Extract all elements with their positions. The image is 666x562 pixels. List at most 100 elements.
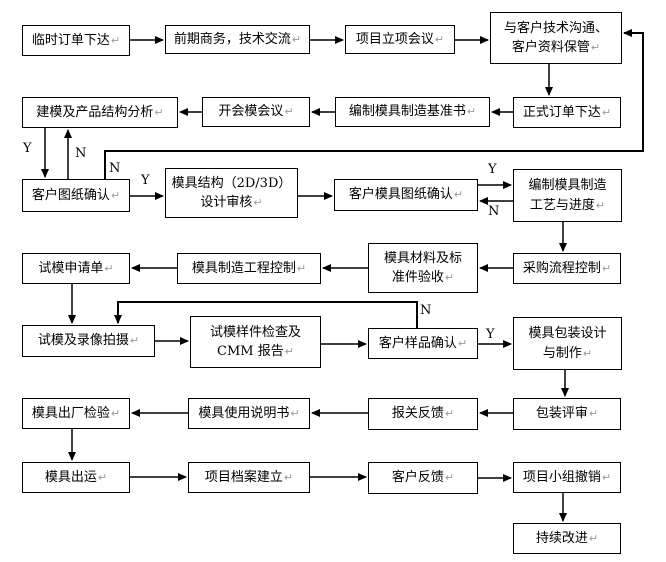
flow-node-continuous-improvement: 持续改进↵ (513, 523, 621, 554)
return-mark-icon: ↵ (154, 105, 164, 119)
flow-node-label: 工艺与进度↵ (529, 197, 606, 213)
flow-node-label: 模具使用说明书↵ (198, 405, 300, 421)
flow-node-label: 模具包装设计 (528, 326, 607, 341)
flow-node-label: 模具出运↵ (44, 469, 108, 485)
flow-node-trial-mold-video: 试模及录像拍摄↵ (22, 325, 155, 357)
branch-label-yes: Y (23, 141, 32, 156)
return-mark-icon: ↵ (253, 196, 263, 209)
flow-node-mold-meeting: 开会模会议↵ (202, 97, 310, 127)
flow-node-project-kickoff-meeting: 项目立项会议↵ (345, 25, 455, 54)
flow-node-sample-inspection-cmm: 试模样件检查及 CMM 报告↵ (190, 316, 321, 368)
return-mark-icon: ↵ (601, 470, 612, 484)
flow-node-label: 开会模会议↵ (218, 104, 294, 120)
return-mark-icon: ↵ (291, 32, 302, 46)
flow-node-label: 准件验收↵ (391, 270, 455, 285)
return-mark-icon: ↵ (283, 470, 294, 484)
flow-node-customer-sample-confirm: 客户样品确认↵ (368, 328, 478, 359)
branch-label-yes: Y (486, 327, 495, 342)
return-mark-icon: ↵ (466, 105, 477, 119)
flow-node-pre-business: 前期商务，技术交流↵ (165, 25, 310, 54)
flow-node-label: 模具材料及标 (383, 250, 462, 266)
flow-node-label: 试模样件检查及 (209, 324, 301, 340)
flow-node-label: 试模及录像拍摄↵ (37, 333, 140, 349)
branch-label-yes: Y (488, 162, 497, 177)
return-mark-icon: ↵ (453, 188, 464, 202)
flow-node-customer-drawing-confirm: 客户图纸确认↵ (22, 179, 130, 212)
return-mark-icon: ↵ (588, 531, 599, 545)
return-mark-icon: ↵ (104, 261, 114, 275)
flow-node-label: 模具结构（2D/3D） (171, 175, 292, 191)
flow-node-label: 客户图纸确认↵ (31, 187, 121, 203)
return-mark-icon: ↵ (97, 470, 108, 484)
flow-node-packaging-review: 包装评审↵ (513, 398, 621, 430)
flow-node-mold-user-manual: 模具使用说明书↵ (188, 398, 310, 429)
return-mark-icon: ↵ (457, 336, 468, 350)
flow-node-label: 采购流程控制↵ (522, 260, 612, 276)
flow-node-label: 客户反馈↵ (391, 470, 455, 486)
flow-node-customer-tech-communication: 与客户技术沟通、客户资料保管↵ (490, 12, 622, 64)
flow-node-label: 持续改进↵ (535, 530, 599, 546)
return-mark-icon: ↵ (601, 261, 612, 275)
flow-node-mold-mfg-process-control: 模具制造工程控制↵ (177, 253, 321, 284)
flow-node-formal-order: 正式订单下达↵ (513, 97, 621, 128)
return-mark-icon: ↵ (582, 346, 593, 360)
branch-label-yes: Y (141, 173, 150, 188)
flow-node-label: 与制作↵ (542, 345, 593, 361)
return-mark-icon: ↵ (590, 41, 601, 54)
flow-node-label: 项目立项会议↵ (355, 31, 445, 47)
branch-label-no: N (488, 204, 500, 219)
flow-node-temp-order: 临时订单下达↵ (22, 25, 130, 56)
flow-node-label: 编制模具制造 (528, 178, 607, 193)
branch-label-no: N (75, 146, 87, 161)
return-mark-icon: ↵ (595, 198, 606, 212)
return-mark-icon: ↵ (444, 407, 455, 421)
flow-node-project-archive: 项目档案建立↵ (188, 462, 310, 493)
flow-node-label: 项目档案建立↵ (204, 469, 294, 485)
flow-node-label: 临时订单下达↵ (31, 32, 121, 48)
flow-node-label: 试模申请单↵ (38, 260, 114, 276)
flow-node-label: 客户样品确认↵ (378, 335, 468, 351)
flow-node-modeling-structure-analysis: 建模及产品结构分析↵ (22, 97, 178, 128)
flow-node-label: 与客户技术沟通、 (503, 20, 608, 36)
flow-node-mold-structure-design-review: 模具结构（2D/3D） 设计审核↵ (165, 168, 298, 218)
flow-node-factory-outgoing-inspection: 模具出厂检验↵ (22, 398, 130, 429)
flow-node-label: 建模及产品结构分析↵ (36, 104, 164, 120)
flow-node-purchasing-control: 采购流程控制↵ (513, 253, 621, 284)
flow-node-mold-packaging-design: 模具包装设计与制作↵ (513, 317, 622, 370)
flow-node-label: 模具出厂检验↵ (31, 405, 121, 421)
return-mark-icon: ↵ (601, 105, 612, 119)
return-mark-icon: ↵ (296, 261, 307, 275)
flow-node-label: 客户资料保管↵ (511, 40, 601, 55)
flow-node-label: 正式订单下达↵ (522, 104, 612, 120)
flow-node-mold-mfg-standard-doc: 编制模具制造基准书↵ (335, 97, 490, 127)
flow-node-label: 前期商务，技术交流↵ (173, 31, 302, 47)
flow-node-customs-feedback: 报关反馈↵ (368, 398, 478, 430)
return-mark-icon: ↵ (110, 406, 121, 420)
return-mark-icon: ↵ (284, 105, 294, 119)
flow-node-label: 模具制造工程控制↵ (191, 260, 307, 276)
return-mark-icon: ↵ (444, 271, 455, 284)
return-mark-icon: ↵ (284, 345, 294, 358)
return-mark-icon: ↵ (588, 407, 599, 421)
flow-node-trial-mold-application: 试模申请单↵ (22, 253, 130, 284)
return-mark-icon: ↵ (110, 188, 121, 202)
flow-node-material-standard-acceptance: 模具材料及标准件验收↵ (368, 243, 478, 293)
flow-node-customer-feedback: 客户反馈↵ (368, 462, 478, 494)
return-mark-icon: ↵ (434, 32, 445, 46)
flow-node-label: CMM 报告↵ (217, 344, 294, 359)
flow-node-project-team-disband: 项目小组撤销↵ (513, 462, 621, 493)
flow-node-label: 客户模具图纸确认↵ (348, 187, 464, 203)
flow-node-customer-mold-drawing-confirm: 客户模具图纸确认↵ (334, 179, 478, 211)
flow-node-mold-shipment: 模具出运↵ (22, 462, 130, 493)
return-mark-icon: ↵ (290, 406, 300, 420)
flow-node-mold-process-schedule: 编制模具制造工艺与进度↵ (513, 169, 622, 222)
flow-node-label: 设计审核↵ (200, 195, 263, 210)
flow-node-label: 包装评审↵ (535, 406, 599, 422)
flow-node-label: 编制模具制造基准书↵ (348, 104, 477, 120)
branch-label-no: N (420, 303, 432, 318)
return-mark-icon: ↵ (444, 471, 455, 485)
return-mark-icon: ↵ (129, 334, 140, 348)
return-mark-icon: ↵ (110, 33, 121, 47)
branch-label-no: N (109, 161, 121, 176)
